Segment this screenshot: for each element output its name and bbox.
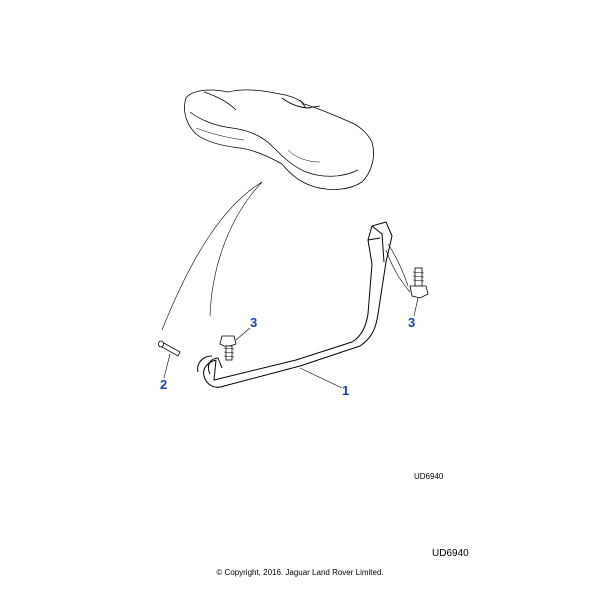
copyright-notice: © Copyright, 2016. Jaguar Land Rover Lim… bbox=[216, 568, 384, 577]
bolt-left bbox=[219, 335, 237, 361]
bolt-right bbox=[409, 267, 429, 299]
pin bbox=[158, 340, 181, 357]
callout-1[interactable]: 1 bbox=[342, 383, 350, 398]
callout-3-left[interactable]: 3 bbox=[250, 315, 258, 330]
callout-3-right[interactable]: 3 bbox=[408, 315, 416, 330]
bracket-leader-lines bbox=[385, 243, 411, 293]
bolt-left-leader-line bbox=[235, 327, 251, 341]
tank-leader-lines bbox=[161, 181, 263, 331]
pin-leader-line bbox=[163, 353, 171, 379]
drawing-code: UD6940 bbox=[414, 472, 444, 481]
fuel-tank-strap bbox=[197, 221, 393, 388]
strap-leader-line bbox=[299, 367, 343, 389]
fuel-tank bbox=[184, 89, 374, 190]
callout-2[interactable]: 2 bbox=[160, 377, 168, 392]
page-code: UD6940 bbox=[432, 548, 469, 559]
bolt-right-leader-line bbox=[413, 297, 419, 317]
